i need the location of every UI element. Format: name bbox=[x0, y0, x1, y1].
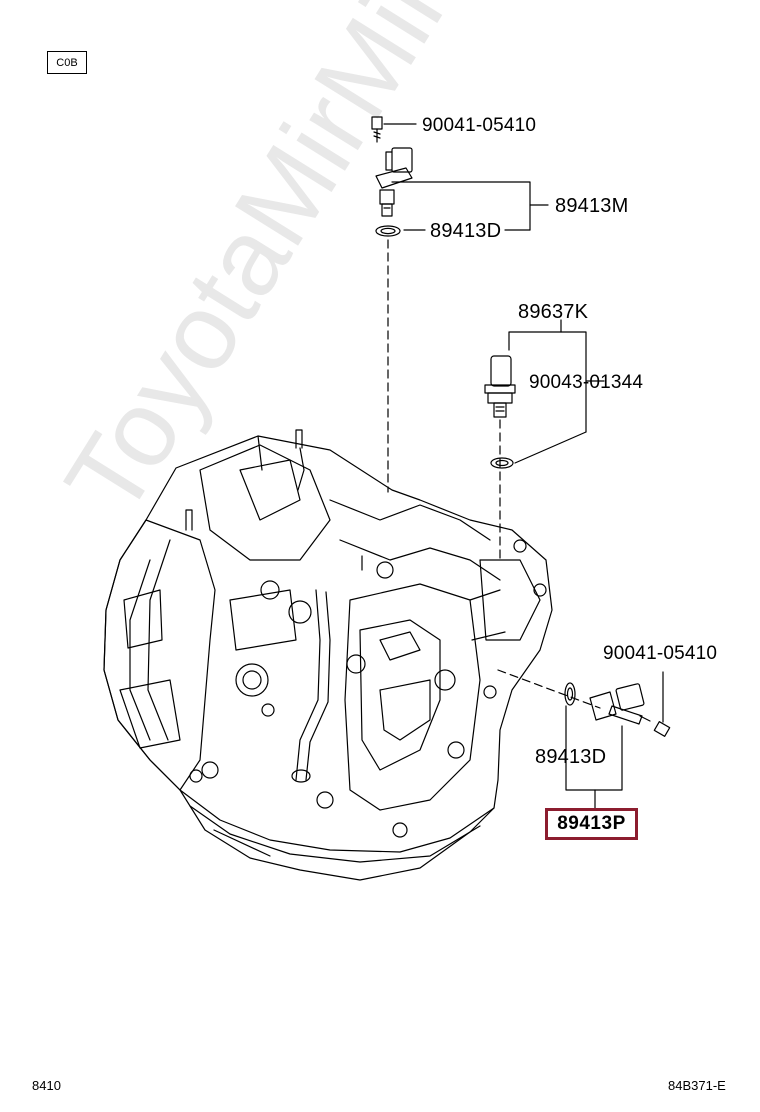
top-sensor-leaders bbox=[383, 123, 549, 231]
label-sensor-side-assy-highlighted[interactable]: 89413P bbox=[545, 808, 638, 840]
label-oring-top[interactable]: 89413D bbox=[430, 220, 502, 242]
transmission-housing-illustration bbox=[103, 429, 553, 881]
side-sensor-install-line bbox=[497, 669, 601, 709]
oring-top-icon bbox=[375, 225, 401, 237]
footer-left-code: 8410 bbox=[32, 1078, 61, 1093]
bolt-side-icon bbox=[639, 715, 671, 737]
label-oring-side[interactable]: 89413D bbox=[535, 746, 607, 768]
label-pressure-switch-assy[interactable]: 89637K bbox=[518, 301, 589, 323]
speed-sensor-side-icon bbox=[589, 683, 645, 725]
footer-right-code: 84B371-E bbox=[668, 1078, 726, 1093]
pressure-switch-leaders bbox=[508, 319, 605, 464]
label-bolt-side[interactable]: 90041-05410 bbox=[603, 643, 718, 664]
oring-pressure-switch-icon bbox=[490, 457, 514, 469]
section-tag: C0B bbox=[47, 51, 87, 74]
pressure-switch-icon bbox=[484, 355, 516, 418]
bolt-top-icon bbox=[371, 116, 383, 143]
speed-sensor-top-icon bbox=[375, 147, 413, 217]
label-sensor-top-assy[interactable]: 89413M bbox=[555, 195, 629, 217]
side-sensor-leaders bbox=[565, 671, 664, 809]
label-bolt-top[interactable]: 90041-05410 bbox=[422, 115, 537, 136]
label-pressure-switch-part[interactable]: 90043-01344 bbox=[529, 372, 644, 393]
oring-side-icon bbox=[564, 682, 576, 706]
